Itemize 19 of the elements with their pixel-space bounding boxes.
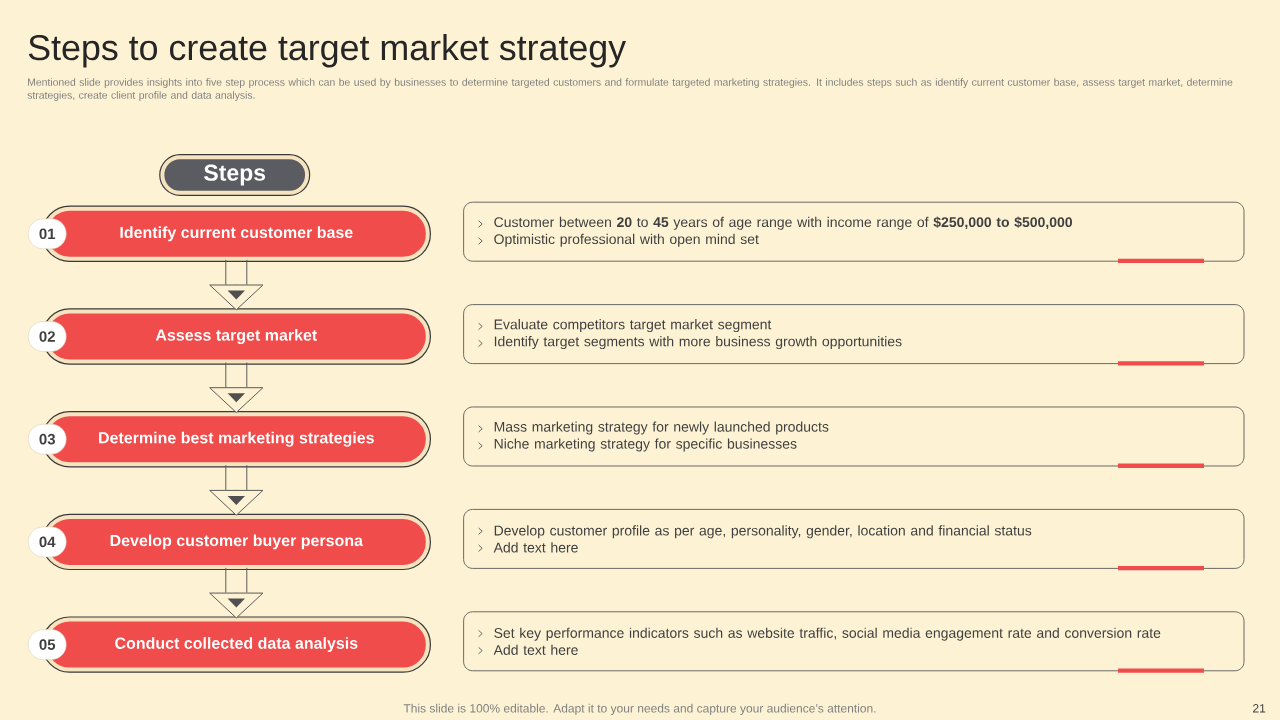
- number-badge: 05: [27, 629, 67, 660]
- title: Steps to create target market strategy: [28, 34, 627, 68]
- block-arrow: [209, 259, 264, 311]
- text-box: Evaluate competitors target market segment Identify target segments with more business growth opportunities: [463, 304, 1245, 365]
- text-box: Mass marketing strategy for newly launched products Niche marketing strategy for specific businesses: [463, 406, 1245, 467]
- block-arrow: [209, 567, 264, 619]
- heading-pill: Steps: [159, 154, 311, 196]
- number-badge: 01: [27, 218, 67, 250]
- text-box: Develop customer profile as per age, personality, gender, location and financial status Add text here: [463, 508, 1245, 569]
- number-badge: 03: [27, 423, 67, 455]
- block-arrow: [209, 362, 264, 413]
- page-number: 21: [1253, 704, 1266, 713]
- text-box: Set key performance indicators such as website traffic, social media engagement rate and conversion rate Add text here: [463, 611, 1245, 672]
- description-text: Mentioned slide provides insights into five step process which can be used by businesses to determine targeted customers and formulate targeted marketing strategies. It includes steps such as identify current customer base, assess target market, determine strategies, create client profile and data analysis.: [27, 78, 1233, 101]
- block-arrow: [209, 464, 264, 516]
- text-box: Customer between 20 to 45 years of age range with income range of $250,000 to $500,000 Optimistic professional with open mind set: [463, 201, 1245, 262]
- number-badge: 02: [27, 321, 67, 352]
- number-badge: 04: [27, 526, 67, 558]
- footer-text: This slide is 100% editable. Adapt it to your needs and capture your audience’s attention.: [403, 703, 876, 715]
